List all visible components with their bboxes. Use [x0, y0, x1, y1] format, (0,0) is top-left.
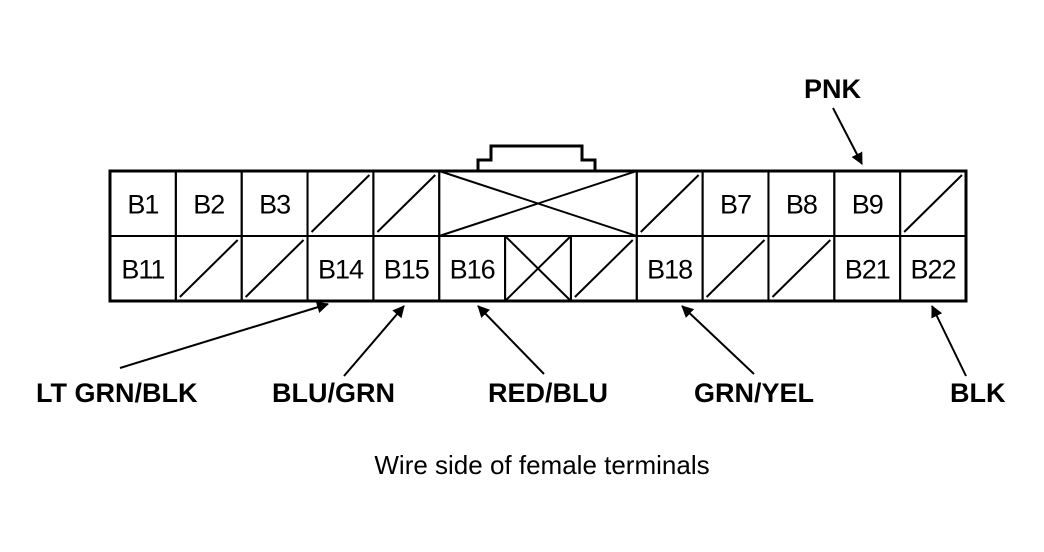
- terminal-b2: B2: [174, 170, 243, 237]
- terminal-label-b8: B8: [786, 190, 817, 220]
- terminal-b8: B8: [767, 170, 836, 237]
- terminal-b15: B15: [372, 235, 441, 302]
- terminal-label-b7: B7: [720, 190, 751, 220]
- lt-grn-blk-leader: [119, 301, 329, 369]
- terminal-label-b2: B2: [193, 190, 224, 220]
- terminal-label-b18: B18: [647, 255, 692, 285]
- terminal-b21: B21: [833, 235, 902, 302]
- bottom-cell-7-blocked: [504, 235, 572, 302]
- red-blu-leader: [477, 305, 545, 375]
- terminal-b14: B14: [306, 235, 375, 302]
- terminal-b16: B16: [438, 235, 507, 302]
- bottom-cell-8-empty: [569, 235, 638, 302]
- connector-lock-tab: [476, 144, 597, 171]
- terminal-b7: B7: [701, 170, 770, 237]
- bottom-cell-11-empty: [767, 235, 836, 302]
- grn-yel-leader: [681, 305, 755, 375]
- blu-grn-leader: [343, 305, 405, 377]
- terminal-label-b16: B16: [450, 255, 495, 285]
- terminal-b1: B1: [109, 170, 177, 237]
- terminal-label-b9: B9: [852, 190, 883, 220]
- terminal-b3: B3: [240, 170, 309, 237]
- wire-label-red-blu: RED/BLU: [488, 378, 608, 408]
- bottom-cell-10-empty: [701, 235, 770, 302]
- connector-bottom-row: B11 B14 B15 B16 B18 B21 B22: [109, 235, 968, 302]
- pnk-leader: [832, 107, 863, 165]
- top-cell-6-wide-blocked: [438, 170, 638, 237]
- terminal-label-b21: B21: [845, 255, 890, 285]
- terminal-b18: B18: [635, 235, 704, 302]
- wire-label-grn-yel: GRN/YEL: [694, 378, 814, 408]
- bottom-cell-3-empty: [240, 235, 309, 302]
- top-cell-7-empty: [635, 170, 704, 237]
- terminal-b11: B11: [109, 235, 177, 302]
- terminal-label-b1: B1: [127, 190, 158, 220]
- terminal-b9: B9: [833, 170, 902, 237]
- terminal-b22: B22: [899, 235, 968, 302]
- wire-label-lt-grn-blk: LT GRN/BLK: [36, 378, 198, 408]
- terminal-label-b11: B11: [121, 255, 164, 285]
- top-cell-4-empty: [306, 170, 375, 237]
- connector-top-row: B1 B2 B3 B7 B8 B9: [109, 170, 968, 237]
- wire-label-blk: BLK: [950, 378, 1006, 408]
- terminal-label-b14: B14: [318, 255, 364, 285]
- top-cell-5-empty: [372, 170, 441, 237]
- wire-leaders: [119, 107, 967, 377]
- diagram-caption: Wire side of female terminals: [374, 450, 709, 480]
- blk-leader: [931, 305, 967, 377]
- terminal-label-b15: B15: [384, 255, 429, 285]
- terminal-label-b3: B3: [259, 190, 290, 220]
- wire-label-blu-grn: BLU/GRN: [272, 378, 395, 408]
- top-cell-11-empty: [899, 170, 968, 237]
- connector-body: B1 B2 B3 B7 B8 B9 B11 B14 B15 B16 B18 B21 B22: [108, 169, 968, 303]
- terminal-label-b22: B22: [911, 255, 956, 285]
- bottom-cell-2-empty: [174, 235, 243, 302]
- wire-label-pnk: PNK: [804, 74, 862, 104]
